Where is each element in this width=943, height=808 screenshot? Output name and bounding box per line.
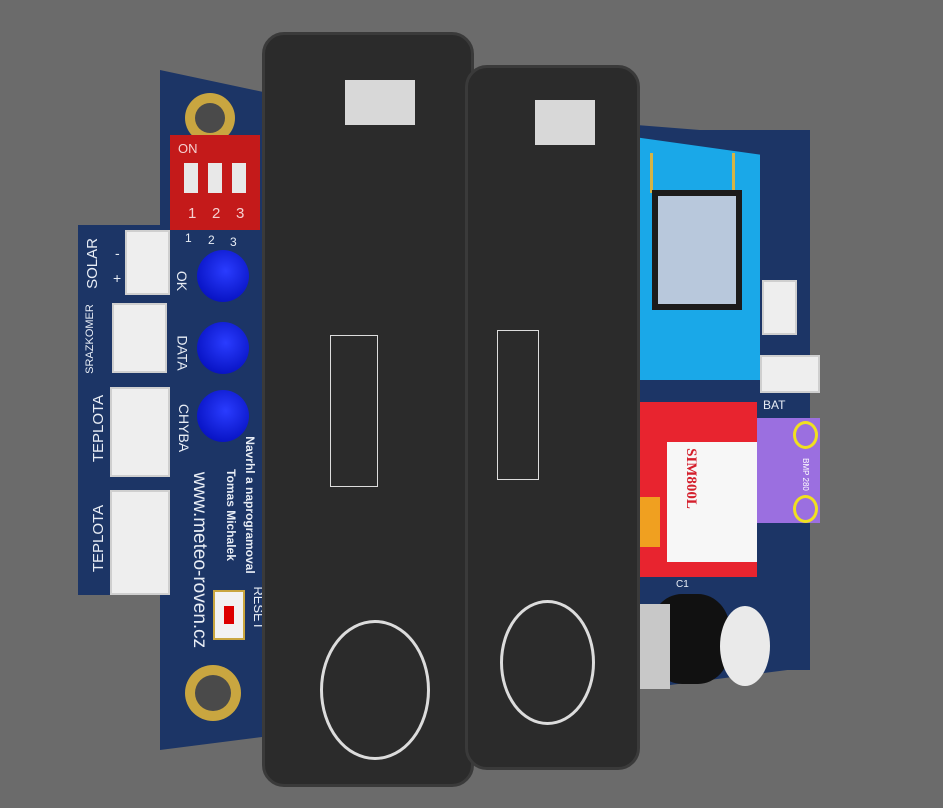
temp-label-2: TEPLOTA [90, 504, 108, 573]
credits-url: www.meteo-roven.cz [189, 471, 210, 649]
sensor-hole-top [793, 421, 818, 449]
dip-switch[interactable]: ON 1 2 3 [170, 135, 260, 230]
battery-outline-1 [330, 335, 378, 487]
gsm-shield [667, 442, 757, 562]
battery-clip-2 [535, 100, 595, 145]
sensor-hole-bottom [793, 495, 818, 523]
dip-toggle-2[interactable] [208, 163, 222, 193]
dip-pos-1: 1 [188, 205, 197, 222]
voltage-regulator [640, 604, 670, 689]
dip-pos-2: 2 [212, 205, 221, 222]
temp-connector-1[interactable] [110, 387, 170, 477]
temp-label-1: TEPLOTA [90, 394, 108, 463]
sensor-name: BMP 280 [800, 458, 810, 491]
battery-outline-2 [497, 330, 539, 480]
bmp280-sensor: BMP 280 [757, 418, 820, 523]
temp-connector-2[interactable] [110, 490, 170, 595]
reset-button-cap[interactable] [224, 606, 234, 624]
rain-gauge-connector[interactable] [112, 303, 167, 373]
reset-button[interactable] [213, 590, 245, 640]
solar-connector[interactable] [125, 230, 170, 295]
battery-spring-2 [500, 600, 595, 725]
solar-minus: - [115, 245, 120, 261]
capacitor-top [720, 606, 770, 686]
dip-pos-3: 3 [236, 205, 245, 222]
battery-connector[interactable] [760, 355, 820, 393]
dip-toggle-1[interactable] [184, 163, 198, 193]
led-num-3: 3 [230, 235, 237, 249]
dip-toggle-3[interactable] [232, 163, 246, 193]
led-num-1: 1 [185, 231, 192, 245]
mounting-hole-top [185, 93, 235, 143]
led-num-2: 2 [208, 233, 215, 247]
power-switch[interactable] [762, 280, 797, 335]
capacitor-label: C1 [676, 579, 689, 590]
gsm-module: SIM800L [622, 402, 757, 577]
rain-gauge-label: SRAZKOMER [83, 304, 96, 374]
wifi-module [620, 135, 760, 380]
wifi-antenna [650, 153, 735, 193]
credits-line2: Tomas Michalek [224, 469, 238, 561]
led-data [197, 322, 249, 374]
battery-spring-1 [320, 620, 430, 760]
solar-label: SOLAR [83, 238, 101, 289]
led-error-label: CHYBA [176, 403, 193, 453]
gsm-module-name: SIM800L [682, 448, 699, 509]
battery-clip-1 [345, 80, 415, 125]
bat-label: BAT [763, 398, 786, 412]
credits-line1: Navrhl a naprogramoval [243, 436, 257, 574]
led-error [197, 390, 249, 442]
wifi-chip [652, 190, 742, 310]
led-data-label: DATA [174, 335, 191, 371]
solar-plus: + [113, 270, 122, 286]
dip-on-label: ON [178, 141, 198, 156]
led-ok [197, 250, 249, 302]
led-ok-label: OK [174, 270, 191, 292]
mounting-hole-bottom [185, 665, 241, 721]
